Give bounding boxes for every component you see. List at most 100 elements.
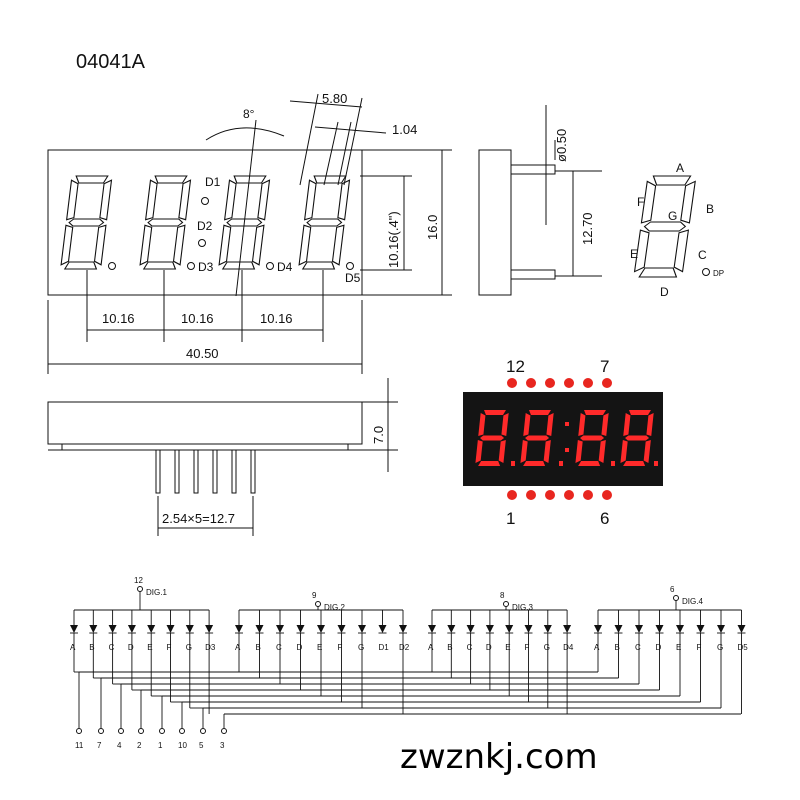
led-diode bbox=[466, 625, 475, 633]
led-diode bbox=[70, 625, 78, 633]
common-pin-9: 9 bbox=[312, 591, 317, 600]
leg-label-f: F bbox=[697, 643, 702, 652]
leg-label-b: B bbox=[447, 643, 452, 652]
leg-label-a: A bbox=[235, 643, 241, 652]
led-diode bbox=[337, 625, 346, 633]
leg-label-c: C bbox=[467, 643, 473, 652]
segment-pin-5: 5 bbox=[199, 741, 204, 750]
segment-e bbox=[475, 440, 483, 463]
photo-pin-7: 7 bbox=[600, 357, 609, 376]
leg-label-g: G bbox=[544, 643, 550, 652]
segment-c bbox=[643, 440, 651, 463]
segment-b bbox=[257, 179, 271, 221]
dim-pin-span: 12.70 bbox=[580, 212, 595, 245]
led-diode bbox=[358, 625, 366, 633]
side-view: ø0.50 12.70 bbox=[478, 105, 602, 296]
led-diode bbox=[737, 625, 746, 633]
segment-e bbox=[633, 229, 650, 273]
led-diode bbox=[485, 625, 494, 633]
leg-label-b: B bbox=[256, 643, 261, 652]
dim-height: 16.0 bbox=[425, 215, 440, 240]
leg-label-a: A bbox=[70, 643, 76, 652]
dim-pitch-3: 10.16 bbox=[260, 311, 293, 326]
segment-e bbox=[520, 440, 528, 463]
segment-e bbox=[298, 224, 312, 266]
segment-pin-2: 2 bbox=[137, 741, 142, 750]
leg-label-e: E bbox=[676, 643, 681, 652]
segment-b bbox=[680, 180, 696, 224]
dim-digit-height: 10.16(.4") bbox=[386, 211, 401, 268]
photo-dp-1 bbox=[511, 461, 515, 466]
digit-label-3: DIG.3 bbox=[512, 603, 533, 612]
leg-label-f: F bbox=[525, 643, 530, 652]
pin-4 bbox=[212, 449, 218, 494]
pin-5 bbox=[231, 449, 237, 494]
photo-pin-dot-bottom-3 bbox=[545, 490, 555, 500]
photo-pin-dot-bottom-1 bbox=[507, 490, 517, 500]
segment-c bbox=[331, 224, 345, 266]
segment-e bbox=[575, 440, 583, 463]
segment-e bbox=[60, 224, 74, 266]
segment-f bbox=[65, 179, 79, 221]
led-diode bbox=[108, 625, 117, 633]
leg-label-e: E bbox=[147, 643, 152, 652]
seg-label-a: A bbox=[676, 161, 684, 175]
pin-2 bbox=[174, 449, 180, 494]
leg-label-e: E bbox=[505, 643, 510, 652]
segment-f bbox=[478, 413, 486, 436]
photo-pin-dot-top-3 bbox=[545, 378, 555, 388]
segment-b bbox=[337, 179, 351, 221]
segment-e bbox=[218, 224, 232, 266]
leg-label-d1: D1 bbox=[379, 643, 390, 652]
leg-label-d5: D5 bbox=[738, 643, 749, 652]
segment-a bbox=[75, 175, 109, 184]
leg-label-c: C bbox=[109, 643, 115, 652]
led-diode bbox=[296, 625, 305, 633]
segment-pin-11: 11 bbox=[75, 741, 84, 750]
segment-pin-1: 1 bbox=[158, 741, 163, 750]
led-diode bbox=[147, 625, 156, 633]
pin-6 bbox=[250, 449, 256, 494]
segment-map-digit bbox=[633, 175, 696, 278]
segment-e bbox=[139, 224, 153, 266]
segment-b bbox=[501, 413, 509, 436]
leg-label-d: D bbox=[128, 643, 134, 652]
colon-2 bbox=[565, 448, 569, 452]
photo-pin-1: 1 bbox=[506, 509, 515, 528]
segment-f bbox=[303, 179, 317, 221]
segment-f bbox=[623, 413, 631, 436]
led-diode bbox=[235, 625, 243, 633]
front-digit-2 bbox=[139, 175, 192, 270]
led-diode bbox=[635, 625, 643, 633]
segment-d bbox=[478, 461, 501, 466]
segment-pin-10: 10 bbox=[178, 741, 187, 750]
led-diode bbox=[676, 625, 684, 633]
photo-pin-12: 12 bbox=[506, 357, 525, 376]
segment-d bbox=[623, 461, 646, 466]
leg-label-d: D bbox=[486, 643, 492, 652]
dim-pitch-2: 10.16 bbox=[181, 311, 214, 326]
segment-g bbox=[625, 435, 650, 441]
leg-label-g: G bbox=[358, 643, 364, 652]
segment-c bbox=[251, 224, 265, 266]
led-diode bbox=[127, 625, 136, 633]
front-view: D1 D2 D3 D4 D5 8° 5.80 1.04 10.16(.4") 1… bbox=[47, 91, 452, 374]
photo-pin-dot-bottom-6 bbox=[602, 490, 612, 500]
bottom-view: 7.0 2.54×5=12.7 bbox=[47, 378, 398, 536]
segment-f bbox=[578, 413, 586, 436]
photo-dp-4 bbox=[654, 461, 658, 466]
segment-a bbox=[652, 175, 692, 186]
seg-label-c: C bbox=[698, 248, 707, 262]
dim-segment-gap: 1.04 bbox=[392, 122, 417, 137]
dim-pin-diameter: ø0.50 bbox=[554, 129, 569, 162]
common-pin-6: 6 bbox=[670, 585, 675, 594]
segment-b bbox=[601, 413, 609, 436]
dim-segment-width: 5.80 bbox=[322, 91, 347, 106]
led-diode bbox=[166, 625, 175, 633]
segment-c bbox=[598, 440, 606, 463]
segment-b bbox=[99, 179, 113, 221]
colon-1 bbox=[565, 422, 569, 426]
segment-a bbox=[584, 410, 606, 415]
